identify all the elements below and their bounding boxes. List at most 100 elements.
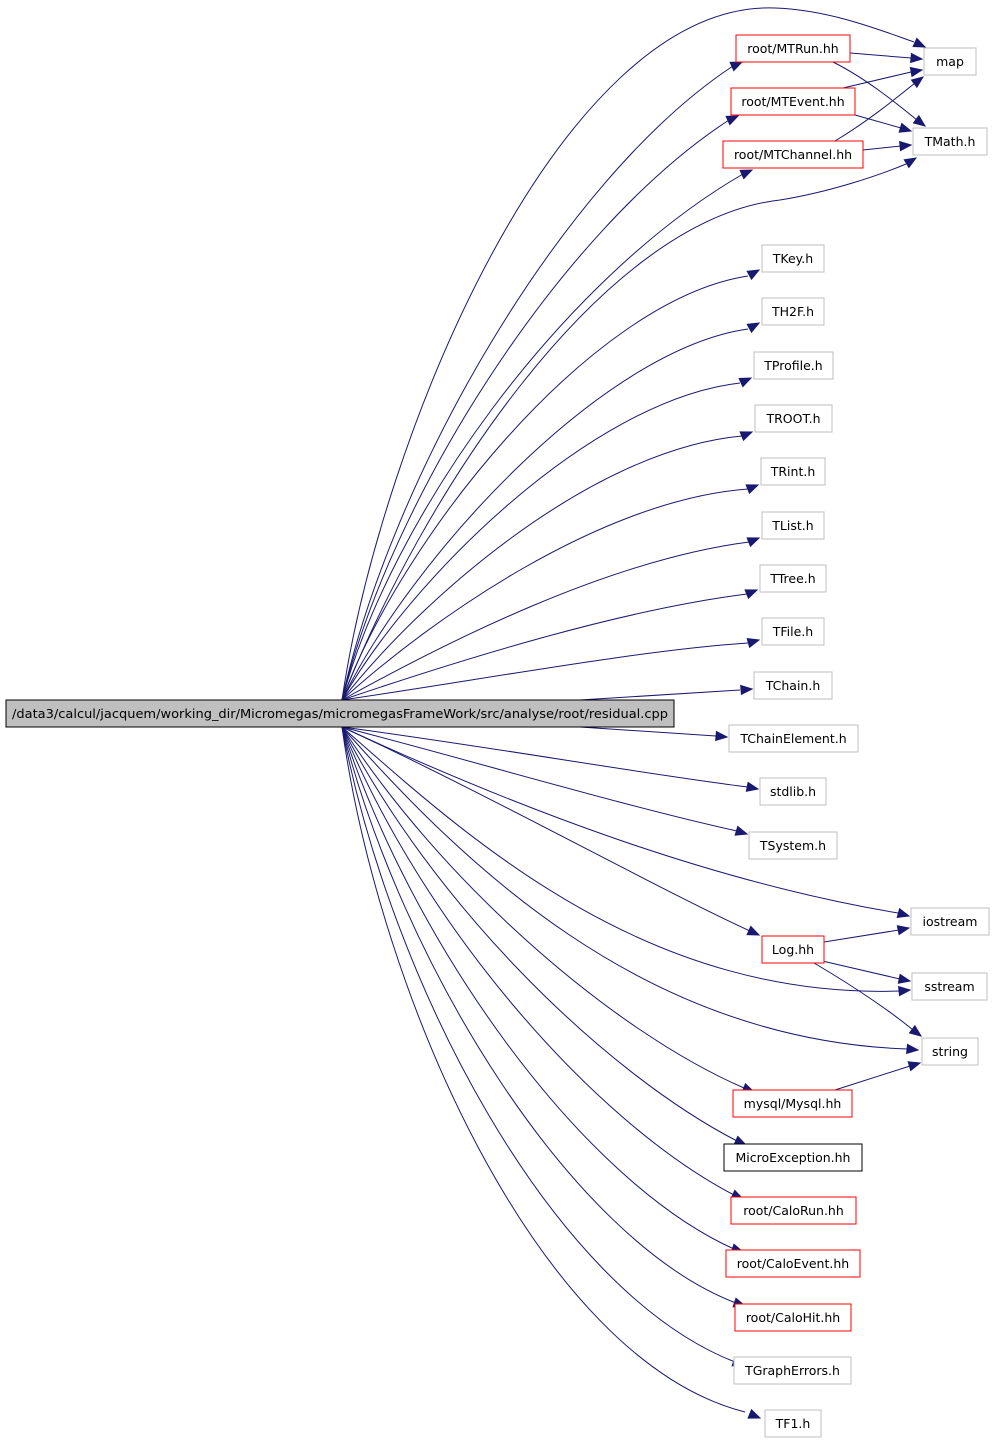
- node-box: [910, 907, 990, 936]
- edge-arrowhead: [908, 1024, 923, 1037]
- edge-root-to-mtevent: [341, 115, 740, 701]
- node-label: TChain.h: [765, 678, 821, 693]
- node-label: Log.hh: [772, 942, 814, 957]
- edge-line: [341, 726, 751, 932]
- node-mtrun[interactable]: root/MTRun.hh: [735, 34, 851, 63]
- node-label: TKey.h: [772, 251, 813, 266]
- edge-arrowhead: [906, 1043, 920, 1055]
- edge-line: [341, 726, 745, 1089]
- edge-arrowhead: [912, 114, 927, 127]
- edge-line: [579, 726, 717, 737]
- node-label: TSystem.h: [759, 838, 826, 853]
- nodes-layer: /data3/calcul/jacquem/working_dir/Microm…: [5, 34, 990, 1438]
- edge-root-to-tchainelement: [579, 726, 729, 742]
- node-label: iostream: [923, 914, 978, 929]
- node-label: TChainElement.h: [739, 731, 846, 746]
- node-label: TRint.h: [770, 464, 816, 479]
- node-label: TMath.h: [924, 134, 976, 149]
- node-box: [759, 777, 827, 806]
- node-label: TFile.h: [772, 624, 813, 639]
- edge-line: [341, 726, 909, 1050]
- node-box: [753, 351, 834, 380]
- node-mysql[interactable]: mysql/Mysql.hh: [732, 1089, 853, 1118]
- edge-arrowhead: [734, 825, 749, 836]
- node-tchain: TChain.h: [753, 671, 833, 700]
- edge-line: [834, 1065, 911, 1091]
- edge-arrowhead: [909, 66, 924, 78]
- edge-arrowhead: [897, 973, 912, 984]
- edge-line: [341, 173, 744, 701]
- edge-root-to-trint: [341, 484, 760, 701]
- node-label: string: [932, 1044, 968, 1059]
- edge-line: [834, 82, 916, 142]
- edge-arrowhead: [746, 537, 761, 548]
- node-label: TTree.h: [769, 571, 815, 586]
- node-tprofile: TProfile.h: [753, 351, 834, 380]
- edge-arrowhead: [903, 157, 918, 169]
- node-calorun[interactable]: root/CaloRun.hh: [730, 1196, 857, 1225]
- node-string: string: [921, 1037, 979, 1066]
- node-box: [732, 1089, 853, 1118]
- node-box: [761, 617, 825, 646]
- node-label: sstream: [924, 979, 974, 994]
- node-box: [912, 127, 988, 156]
- edge-line: [823, 929, 900, 943]
- edge-root-to-tkey: [341, 269, 761, 701]
- edge-root-to-tf1: [341, 726, 762, 1419]
- node-map: map: [923, 47, 977, 76]
- edge-arrowhead: [744, 589, 759, 600]
- node-tfile: TFile.h: [761, 617, 825, 646]
- node-log[interactable]: Log.hh: [761, 935, 825, 964]
- edge-log-to-string: [813, 962, 923, 1037]
- node-box: [923, 47, 977, 76]
- edge-line: [341, 726, 737, 1304]
- edge-line: [341, 726, 735, 1250]
- node-box: [730, 87, 856, 116]
- edge-line: [341, 163, 907, 701]
- edge-line: [341, 726, 736, 1363]
- edge-root-to-tgrapherrors: [341, 726, 746, 1367]
- node-calohit[interactable]: root/CaloHit.hh: [734, 1303, 852, 1332]
- node-root[interactable]: /data3/calcul/jacquem/working_dir/Microm…: [5, 699, 675, 728]
- edge-arrowhead: [896, 907, 911, 919]
- node-mtevent[interactable]: root/MTEvent.hh: [730, 87, 856, 116]
- edge-line: [817, 959, 901, 980]
- node-box: [761, 244, 825, 273]
- node-microexception[interactable]: MicroException.hh: [723, 1143, 863, 1172]
- node-tlist: TList.h: [761, 511, 825, 540]
- node-label: root/CaloEvent.hh: [737, 1256, 849, 1271]
- edge-arrowhead: [898, 985, 912, 997]
- edge-root-to-tsystem: [341, 726, 749, 836]
- edge-arrowhead: [729, 61, 744, 72]
- edge-mtrun-to-map: [849, 52, 924, 64]
- node-mtchannel[interactable]: root/MTChannel.hh: [722, 140, 864, 169]
- edge-line: [341, 726, 901, 992]
- edge-arrowhead: [910, 52, 924, 64]
- edge-mtrun-to-tmath: [832, 61, 927, 127]
- edge-arrowhead: [738, 377, 753, 388]
- node-label: TH2F.h: [771, 304, 814, 319]
- node-box: [5, 699, 675, 728]
- edge-mtchannel-to-map: [834, 76, 925, 142]
- node-label: TF1.h: [775, 1416, 811, 1431]
- node-tgrapherrors: TGraphErrors.h: [733, 1356, 852, 1385]
- edge-arrowhead: [745, 484, 760, 495]
- edge-line: [341, 726, 738, 832]
- edge-line: [341, 7, 915, 701]
- edge-root-to-string: [341, 726, 920, 1055]
- edge-root-to-sstream: [341, 726, 912, 997]
- edge-arrowhead: [899, 140, 913, 152]
- node-box: [734, 1303, 852, 1332]
- edge-root-to-mysql: [341, 726, 756, 1093]
- edge-line: [341, 328, 749, 701]
- node-stdlib: stdlib.h: [759, 777, 827, 806]
- edge-line: [341, 726, 749, 788]
- edge-line: [341, 65, 734, 701]
- edge-arrowhead: [746, 269, 761, 281]
- edge-line: [579, 689, 741, 701]
- node-label: TProfile.h: [763, 358, 822, 373]
- node-caloevent[interactable]: root/CaloEvent.hh: [725, 1249, 861, 1278]
- node-tmath: TMath.h: [912, 127, 988, 156]
- edge-line: [341, 541, 750, 701]
